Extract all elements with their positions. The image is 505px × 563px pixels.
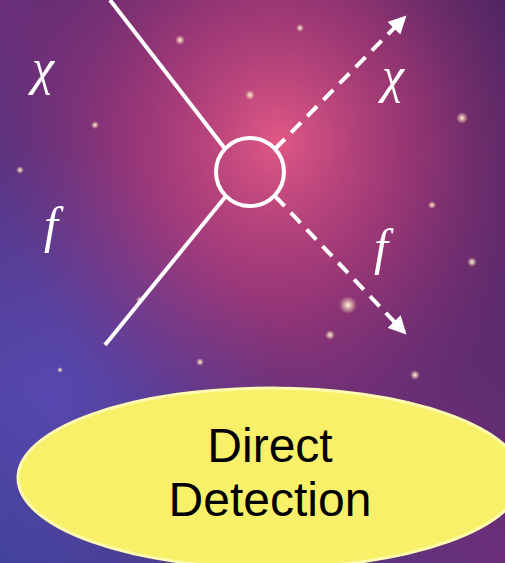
star [456, 112, 468, 124]
star [339, 296, 357, 314]
particle-label: f [374, 222, 388, 272]
outgoing-dashed-arrow [275, 18, 404, 149]
ellipse-node: Direct Detection [15, 385, 505, 563]
star [245, 90, 255, 100]
star [467, 257, 477, 267]
particle-label: f [44, 200, 58, 250]
incoming-line [110, 0, 226, 150]
stars [16, 24, 477, 380]
outgoing-dashed-arrow [275, 196, 404, 332]
star [196, 358, 204, 366]
star [16, 166, 24, 174]
particle-label: χ [32, 42, 54, 92]
particle-label: χ [382, 50, 404, 100]
star [428, 201, 436, 209]
star [296, 24, 304, 32]
star [410, 370, 420, 380]
star [57, 367, 63, 373]
star [325, 330, 335, 340]
star [175, 35, 185, 45]
yellow-ellipse [18, 388, 505, 563]
incoming-line [105, 196, 226, 345]
node-title: Direct Detection [135, 419, 405, 541]
star [91, 121, 99, 129]
interaction-vertex [216, 138, 284, 206]
